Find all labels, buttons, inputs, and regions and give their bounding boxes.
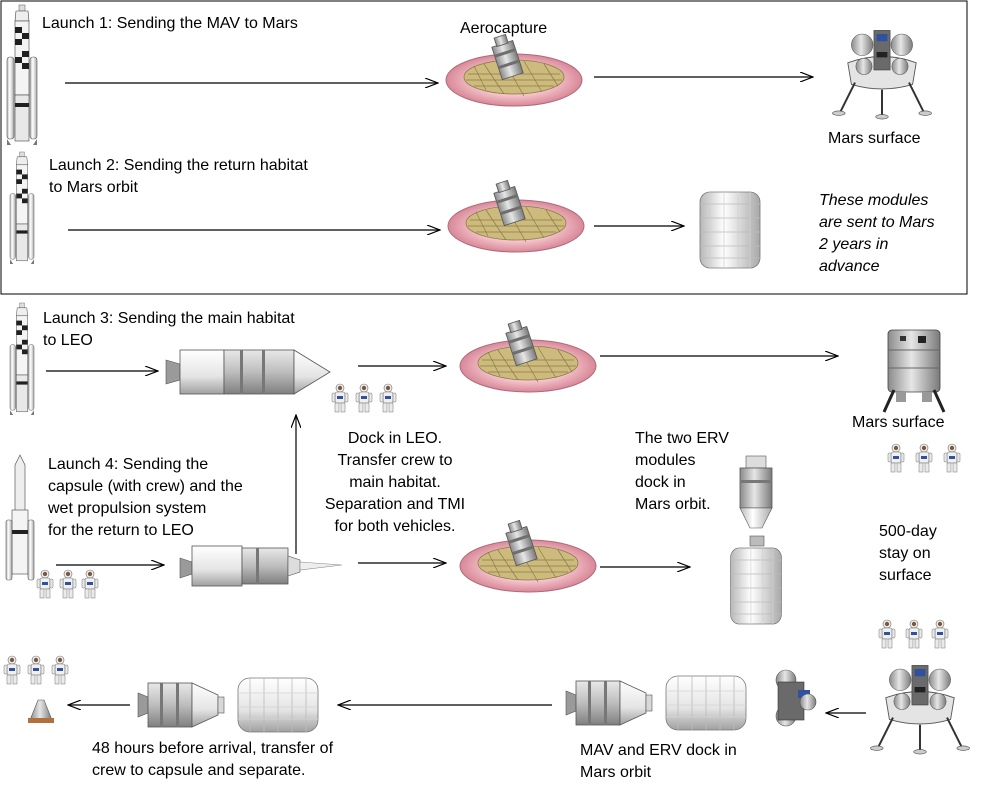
aerocapture-shield-2 — [447, 178, 585, 253]
label-mars-surface-1: Mars surface — [828, 130, 921, 147]
erv-stack-docked — [739, 455, 773, 547]
erv-return-habitat — [730, 547, 782, 625]
label-aerocapture: Aerocapture — [460, 20, 548, 37]
main-habitat-stack-leo — [165, 349, 331, 395]
crew-group-surface-stay — [878, 619, 949, 649]
reentry-capsule — [28, 699, 54, 723]
rocket-launch-4 — [5, 454, 35, 581]
return-capsule-trip — [137, 682, 225, 728]
rocket-launch-3 — [9, 302, 35, 416]
advance-box — [0, 0, 968, 295]
crew-group-leo — [331, 383, 397, 413]
main-habitat-surface — [882, 328, 946, 414]
label-launch-4: Launch 4: Sending the capsule (with crew… — [48, 456, 243, 539]
aerocapture-shield-4 — [459, 518, 597, 593]
aerocapture-shield-1 — [445, 32, 583, 107]
mav-vehicle — [775, 669, 817, 727]
label-erv-dock: The two ERV modules dock in Mars orbit. — [635, 430, 729, 513]
label-surface-stay: 500-day stay on surface — [879, 523, 937, 584]
erv-capsule-docking — [565, 680, 653, 726]
mav-lander-surface — [831, 29, 933, 121]
label-crew-transfer: 48 hours before arrival, transfer of cre… — [92, 740, 334, 779]
crew-group-returned — [3, 655, 69, 685]
rocket-launch-2 — [9, 151, 35, 265]
aerocapture-shield-3 — [459, 318, 597, 393]
label-mars-surface-2: Mars surface — [852, 414, 945, 431]
capsule-propulsion-stack — [179, 545, 343, 587]
label-dock-leo: Dock in LEO. Transfer crew to main habit… — [324, 430, 466, 535]
label-advance-note: These modules are sent to Mars 2 years i… — [819, 192, 935, 275]
label-launch-3: Launch 3: Sending the main habitat to LE… — [43, 310, 295, 349]
crew-group-launch4 — [36, 569, 99, 599]
label-mav-erv-dock: MAV and ERV dock in Mars orbit — [580, 742, 737, 781]
rocket-launch-1 — [6, 4, 38, 146]
mav-lander-ascent — [869, 664, 971, 756]
label-launch-2: Launch 2: Sending the return habitat to … — [49, 157, 308, 196]
crew-group-surface — [887, 443, 961, 473]
return-habitat-orbit — [699, 191, 761, 269]
erv-habitat-docking — [665, 675, 747, 731]
return-habitat-trip — [237, 677, 319, 733]
label-launch-1: Launch 1: Sending the MAV to Mars — [42, 15, 298, 32]
